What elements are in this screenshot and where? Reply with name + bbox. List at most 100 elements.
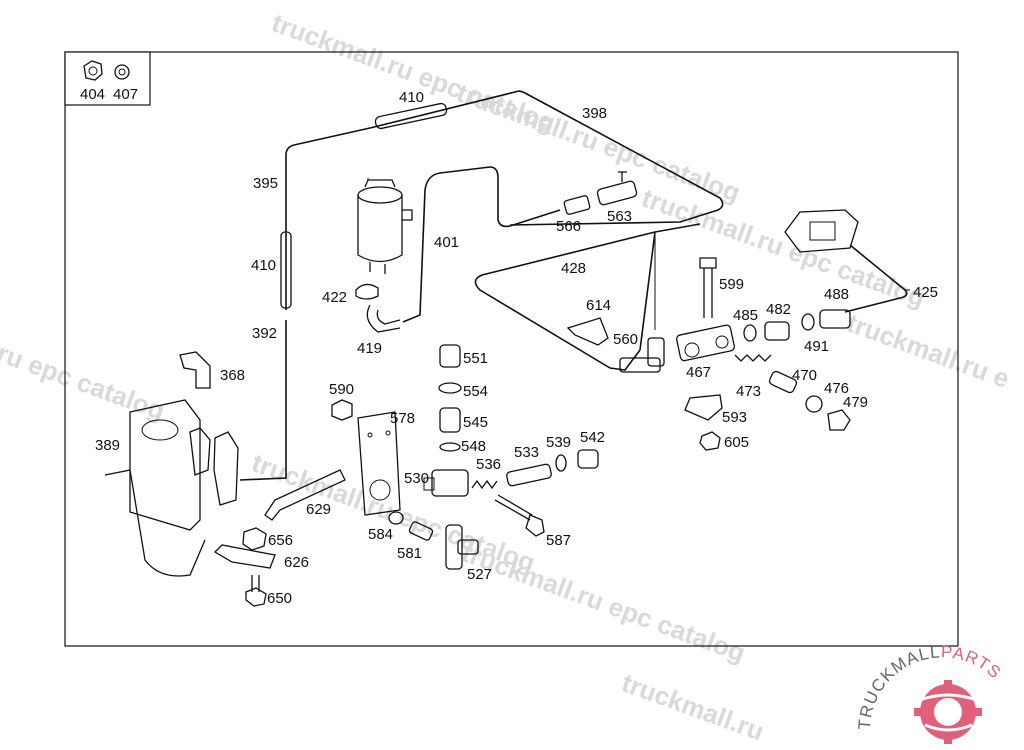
part-label-542: 542 bbox=[580, 429, 605, 446]
part-label-650: 650 bbox=[267, 590, 292, 607]
part-label-398: 398 bbox=[582, 105, 607, 122]
part-labels: 410 398 395 410 392 401 422 419 566 563 … bbox=[95, 89, 938, 607]
fitting-527-icon bbox=[445, 524, 479, 570]
pipe-401 bbox=[402, 166, 561, 323]
part-label-368: 368 bbox=[220, 367, 245, 384]
part-label-428: 428 bbox=[561, 260, 586, 277]
part-label-470: 470 bbox=[792, 367, 817, 384]
part-label-404: 404 bbox=[80, 86, 105, 103]
fitting-488-icon bbox=[819, 309, 851, 329]
part-label-581: 581 bbox=[397, 545, 422, 562]
part-label-476: 476 bbox=[824, 380, 849, 397]
part-label-560: 560 bbox=[613, 331, 638, 348]
bolt-650-icon bbox=[245, 575, 267, 607]
pipe-routes bbox=[239, 90, 908, 481]
plug-542-icon bbox=[577, 449, 599, 469]
piston-470-icon bbox=[768, 370, 798, 394]
part-label-410: 410 bbox=[399, 89, 424, 106]
part-label-488: 488 bbox=[824, 286, 849, 303]
leader-lines bbox=[367, 178, 910, 291]
part-label-425: 425 bbox=[913, 284, 938, 301]
inset-frame bbox=[64, 51, 151, 106]
washer-485-icon bbox=[743, 324, 757, 342]
bolt-587-icon bbox=[494, 494, 545, 537]
part-label-419: 419 bbox=[357, 340, 382, 357]
gear-icon bbox=[914, 680, 982, 744]
pipe-398 bbox=[285, 90, 724, 310]
bracket-626-icon bbox=[213, 544, 276, 569]
part-label-566: 566 bbox=[556, 218, 581, 235]
part-label-392: 392 bbox=[252, 325, 277, 342]
bolt-599-icon bbox=[699, 257, 717, 318]
watermark-text: ru epc catalog bbox=[0, 337, 169, 425]
cap-icon bbox=[114, 64, 130, 80]
watermark-text: truckmall.ru e bbox=[843, 307, 1013, 394]
pipe-428 bbox=[474, 223, 701, 371]
part-label-539: 539 bbox=[546, 434, 571, 451]
housing-389-icon bbox=[104, 399, 239, 577]
spring-473-icon bbox=[734, 354, 772, 362]
part-label-485: 485 bbox=[733, 307, 758, 324]
part-label-389: 389 bbox=[95, 437, 120, 454]
part-label-563: 563 bbox=[607, 208, 632, 225]
part-label-599: 599 bbox=[719, 276, 744, 293]
bracket-629-icon bbox=[264, 469, 346, 521]
spring-536-icon bbox=[471, 479, 498, 490]
washer-554-icon bbox=[438, 382, 462, 394]
valve-body-530-icon bbox=[423, 469, 469, 497]
truckmall-logo: TRUCKMALLPARTS bbox=[855, 642, 1004, 744]
pipe-392 bbox=[239, 320, 287, 481]
bolt-581-icon bbox=[408, 521, 434, 541]
part-label-587: 587 bbox=[546, 532, 571, 549]
bracket-593-icon bbox=[684, 394, 723, 421]
part-label-551: 551 bbox=[463, 350, 488, 367]
part-label-593: 593 bbox=[722, 409, 747, 426]
watermark-text: truckmall.ru bbox=[618, 667, 768, 746]
nut-icon bbox=[83, 60, 103, 81]
sleeve-410-vertical bbox=[280, 231, 292, 309]
fitting-551-icon bbox=[439, 344, 461, 368]
clip-422-icon bbox=[355, 283, 379, 300]
part-label-407: 407 bbox=[113, 86, 138, 103]
part-label-482: 482 bbox=[766, 301, 791, 318]
fitting-482-icon bbox=[764, 321, 790, 341]
inset-box: 404 407 bbox=[64, 51, 151, 106]
part-label-614: 614 bbox=[586, 297, 611, 314]
watermark-text: truckmall.ru epc catalog bbox=[458, 537, 749, 667]
part-label-533: 533 bbox=[514, 444, 539, 461]
valve-assembly-icon bbox=[784, 209, 859, 253]
washer-539-icon bbox=[555, 454, 567, 472]
valve-body-467-icon bbox=[675, 324, 735, 362]
part-label-410: 410 bbox=[251, 257, 276, 274]
tee-560-icon bbox=[619, 337, 665, 373]
reservoir-tank-icon bbox=[357, 179, 413, 274]
hose-419-icon bbox=[366, 304, 401, 333]
part-label-536: 536 bbox=[476, 456, 501, 473]
fitting-566-icon bbox=[563, 195, 591, 215]
part-label-545: 545 bbox=[463, 414, 488, 431]
valve-545-icon bbox=[439, 407, 461, 433]
nut-656-icon bbox=[242, 527, 267, 551]
washer-584-icon bbox=[388, 511, 404, 525]
part-label-527: 527 bbox=[467, 566, 492, 583]
nut-605-icon bbox=[699, 431, 721, 451]
watermark-group: truckmall.ru epc catalog truckmall.ru ep… bbox=[0, 7, 1013, 746]
part-label-479: 479 bbox=[843, 394, 868, 411]
part-label-491: 491 bbox=[804, 338, 829, 355]
part-label-590: 590 bbox=[329, 381, 354, 398]
plug-479-icon bbox=[827, 409, 851, 431]
part-label-584: 584 bbox=[368, 526, 393, 543]
part-label-629: 629 bbox=[306, 501, 331, 518]
nut-590-icon bbox=[331, 399, 353, 421]
part-label-578: 578 bbox=[390, 410, 415, 427]
part-label-530: 530 bbox=[404, 470, 429, 487]
piston-533-icon bbox=[506, 463, 552, 487]
part-label-554: 554 bbox=[463, 383, 488, 400]
part-label-473: 473 bbox=[736, 383, 761, 400]
diagram-frame bbox=[64, 51, 959, 647]
washer-476-icon bbox=[805, 395, 823, 413]
part-label-605: 605 bbox=[724, 434, 749, 451]
part-label-422: 422 bbox=[322, 289, 347, 306]
part-label-467: 467 bbox=[686, 364, 711, 381]
